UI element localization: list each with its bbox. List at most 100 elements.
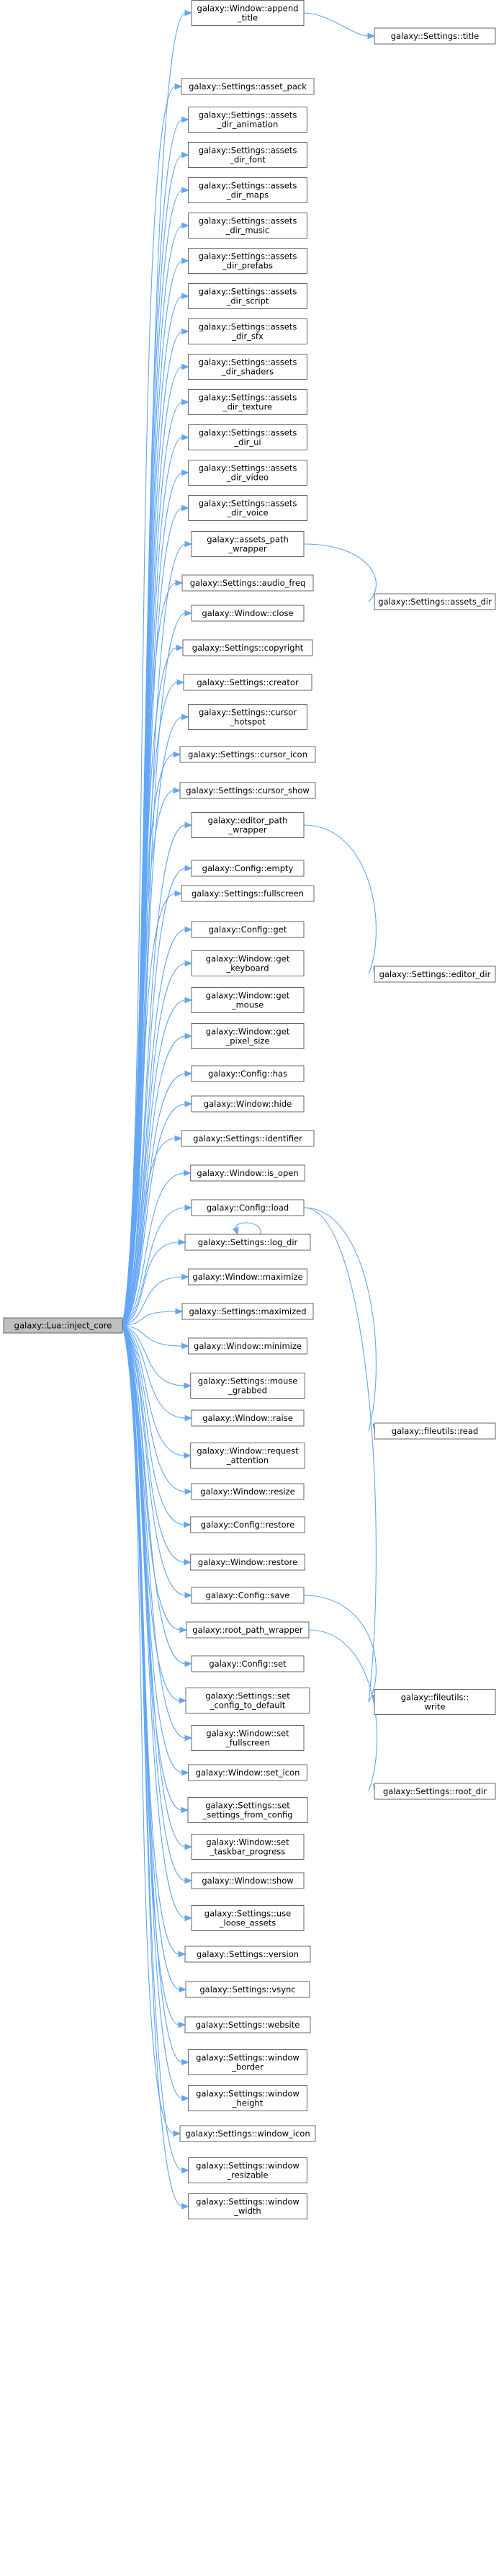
node-n_assets_path_wrapper[interactable]: galaxy::assets_path_wrapper — [191, 531, 305, 557]
node-n_config_has[interactable]: galaxy::Config::has — [191, 1065, 305, 1082]
node-n_set_icon[interactable]: galaxy::Window::set_icon — [188, 1764, 307, 1781]
node-n_audio_freq[interactable]: galaxy::Settings::audio_freq — [181, 574, 314, 592]
node-box — [190, 1443, 305, 1469]
node-n_resize[interactable]: galaxy::Window::resize — [191, 1483, 305, 1500]
node-n_append_title[interactable]: galaxy::Window::append_title — [191, 0, 305, 26]
node-n_assets_dir_prefabs[interactable]: galaxy::Settings::assets_dir_prefabs — [188, 248, 307, 274]
node-n_maximize[interactable]: galaxy::Window::maximize — [188, 1268, 307, 1285]
arrowhead-root-to-n_window_resizable — [181, 2167, 189, 2174]
node-label: galaxy::Settings::assets — [199, 110, 297, 120]
arrowhead-root-to-n_assets_dir_prefabs — [181, 257, 189, 264]
edge-root-to-n_window_restore — [122, 1325, 185, 1563]
node-box — [182, 639, 313, 656]
node-n_creator[interactable]: galaxy::Settings::creator — [183, 674, 312, 691]
node-label: galaxy::Settings::creator — [197, 677, 298, 687]
node-n_settings_title[interactable]: galaxy::Settings::title — [374, 27, 496, 45]
edge-n_root_path_wrapper-to-n_settings_root_dir — [308, 1629, 378, 1792]
node-n_assets_dir_sfx[interactable]: galaxy::Settings::assets_dir_sfx — [188, 318, 307, 344]
node-n_get_mouse[interactable]: galaxy::Window::get_mouse — [191, 987, 305, 1013]
node-n_identifier[interactable]: galaxy::Settings::identifier — [181, 1130, 315, 1147]
node-n_cursor_hotspot[interactable]: galaxy::Settings::cursor_hotspot — [188, 704, 307, 730]
node-n_assets_dir_shaders[interactable]: galaxy::Settings::assets_dir_shaders — [188, 354, 307, 380]
node-box — [191, 812, 305, 838]
edge-root-to-n_hide — [122, 1103, 186, 1326]
node-n_assets_dir_texture[interactable]: galaxy::Settings::assets_dir_texture — [188, 389, 307, 415]
node-n_maximized[interactable]: galaxy::Settings::maximized — [181, 1303, 314, 1320]
node-n_assets_dir_maps[interactable]: galaxy::Settings::assets_dir_maps — [188, 177, 307, 203]
node-n_window_height[interactable]: galaxy::Settings::window_height — [188, 2085, 307, 2111]
node-label: _width — [233, 2206, 261, 2216]
node-n_config_load[interactable]: galaxy::Config::load — [191, 1199, 305, 1216]
edge-root-to-n_config_set — [122, 1325, 186, 1664]
edge-root-to-n_mouse_grabbed — [122, 1324, 185, 1386]
node-box — [374, 1783, 496, 1800]
node-box — [191, 987, 305, 1013]
node-label: galaxy::Settings::cursor_icon — [188, 749, 307, 759]
node-n_set_config_to_default[interactable]: galaxy::Settings::set_config_to_default — [185, 1688, 310, 1713]
node-n_fullscreen[interactable]: galaxy::Settings::fullscreen — [181, 885, 315, 902]
node-n_assets_dir_video[interactable]: galaxy::Settings::assets_dir_video — [188, 460, 307, 486]
node-n_config_empty[interactable]: galaxy::Config::empty — [191, 860, 305, 877]
node-n_mouse_grabbed[interactable]: galaxy::Settings::mouse_grabbed — [190, 1373, 305, 1399]
node-n_config_set[interactable]: galaxy::Config::set — [191, 1655, 305, 1672]
node-n_assets_dir_music[interactable]: galaxy::Settings::assets_dir_music — [188, 213, 307, 239]
node-n_window_icon[interactable]: galaxy::Settings::window_icon — [179, 2125, 316, 2142]
node-n_hide[interactable]: galaxy::Window::hide — [191, 1095, 305, 1113]
node-n_use_loose_assets[interactable]: galaxy::Settings::use_loose_assets — [191, 1905, 305, 1931]
node-n_config_save[interactable]: galaxy::Config::save — [191, 1587, 305, 1604]
node-n_window_width[interactable]: galaxy::Settings::window_width — [188, 2193, 307, 2219]
node-label: _mouse — [231, 1000, 264, 1010]
node-box — [191, 605, 305, 622]
node-n_config_restore[interactable]: galaxy::Config::restore — [190, 1516, 305, 1533]
node-n_version[interactable]: galaxy::Settings::version — [184, 1946, 311, 1963]
node-n_fileutils_read[interactable]: galaxy::fileutils::read — [374, 1422, 496, 1440]
node-n_get_keyboard[interactable]: galaxy::Window::get_keyboard — [191, 950, 305, 976]
node-n_set_fullscreen[interactable]: galaxy::Window::set_fullscreen — [191, 1725, 305, 1751]
arrowhead-root-to-n_set_fullscreen — [184, 1734, 193, 1742]
node-box — [179, 2125, 316, 2142]
node-n_website[interactable]: galaxy::Settings::website — [184, 2016, 311, 2033]
node-root[interactable]: galaxy::Lua::inject_core — [3, 1317, 123, 1334]
node-n_minimize[interactable]: galaxy::Window::minimize — [188, 1337, 307, 1355]
node-n_settings_root_dir[interactable]: galaxy::Settings::root_dir — [374, 1783, 496, 1800]
edge-root-to-n_config_load — [122, 1207, 186, 1326]
node-n_assets_dir_font[interactable]: galaxy::Settings::assets_dir_font — [188, 142, 307, 168]
node-n_close[interactable]: galaxy::Window::close — [191, 605, 305, 622]
node-n_window_restore[interactable]: galaxy::Window::restore — [190, 1554, 305, 1571]
node-label: galaxy::Settings::assets_dir — [378, 597, 492, 607]
node-n_settings_assets_dir[interactable]: galaxy::Settings::assets_dir — [374, 593, 496, 610]
node-n_assets_dir_ui[interactable]: galaxy::Settings::assets_dir_ui — [188, 424, 307, 450]
edge-root-to-n_maximized — [122, 1311, 177, 1327]
arrowhead-root-to-n_editor_path_wrapper — [184, 821, 193, 829]
node-n_editor_path_wrapper[interactable]: galaxy::editor_path_wrapper — [191, 812, 305, 838]
node-n_asset_pack[interactable]: galaxy::Settings::asset_pack — [181, 78, 315, 95]
node-n_assets_dir_script[interactable]: galaxy::Settings::assets_dir_script — [188, 283, 307, 309]
node-n_assets_dir_animation[interactable]: galaxy::Settings::assets_dir_animation — [188, 107, 307, 133]
node-n_assets_dir_voice[interactable]: galaxy::Settings::assets_dir_voice — [188, 495, 307, 521]
node-n_set_taskbar_progress[interactable]: galaxy::Window::set_taskbar_progress — [191, 1834, 305, 1860]
arrowhead-root-to-n_fullscreen — [174, 890, 183, 897]
node-n_cursor_icon[interactable]: galaxy::Settings::cursor_icon — [179, 746, 316, 763]
node-n_cursor_show[interactable]: galaxy::Settings::cursor_show — [179, 782, 316, 799]
node-n_window_border[interactable]: galaxy::Settings::window_border — [188, 2049, 307, 2075]
node-n_root_path_wrapper[interactable]: galaxy::root_path_wrapper — [186, 1621, 310, 1639]
node-n_show[interactable]: galaxy::Window::show — [191, 1872, 305, 1889]
node-n_raise[interactable]: galaxy::Window::raise — [191, 1409, 305, 1427]
node-n_fileutils_write[interactable]: galaxy::fileutils::write — [374, 1689, 496, 1715]
node-n_is_open[interactable]: galaxy::Window::is_open — [190, 1164, 305, 1182]
node-n_log_dir[interactable]: galaxy::Settings::log_dir — [184, 1234, 311, 1251]
node-n_get_pixel_size[interactable]: galaxy::Window::get_pixel_size — [191, 1023, 305, 1049]
node-n_window_resizable[interactable]: galaxy::Settings::window_resizable — [188, 2157, 307, 2183]
node-n_config_get[interactable]: galaxy::Config::get — [191, 921, 305, 938]
node-n_set_settings_from_config[interactable]: galaxy::Settings::set_settings_from_conf… — [187, 1797, 308, 1823]
node-n_vsync[interactable]: galaxy::Settings::vsync — [185, 1981, 310, 1998]
node-n_copyright[interactable]: galaxy::Settings::copyright — [182, 639, 313, 656]
node-label: galaxy::Settings::asset_pack — [189, 81, 307, 92]
arrowhead-root-to-n_assets_dir_sfx — [181, 328, 189, 335]
node-n_settings_editor_dir[interactable]: galaxy::Settings::editor_dir — [374, 966, 496, 983]
node-label: _wrapper — [228, 825, 267, 835]
node-n_request_attention[interactable]: galaxy::Window::request_attention — [190, 1443, 305, 1469]
node-box — [3, 1317, 123, 1334]
arrowhead-root-to-n_get_keyboard — [184, 960, 193, 967]
edge-root-to-n_request_attention — [122, 1325, 185, 1456]
